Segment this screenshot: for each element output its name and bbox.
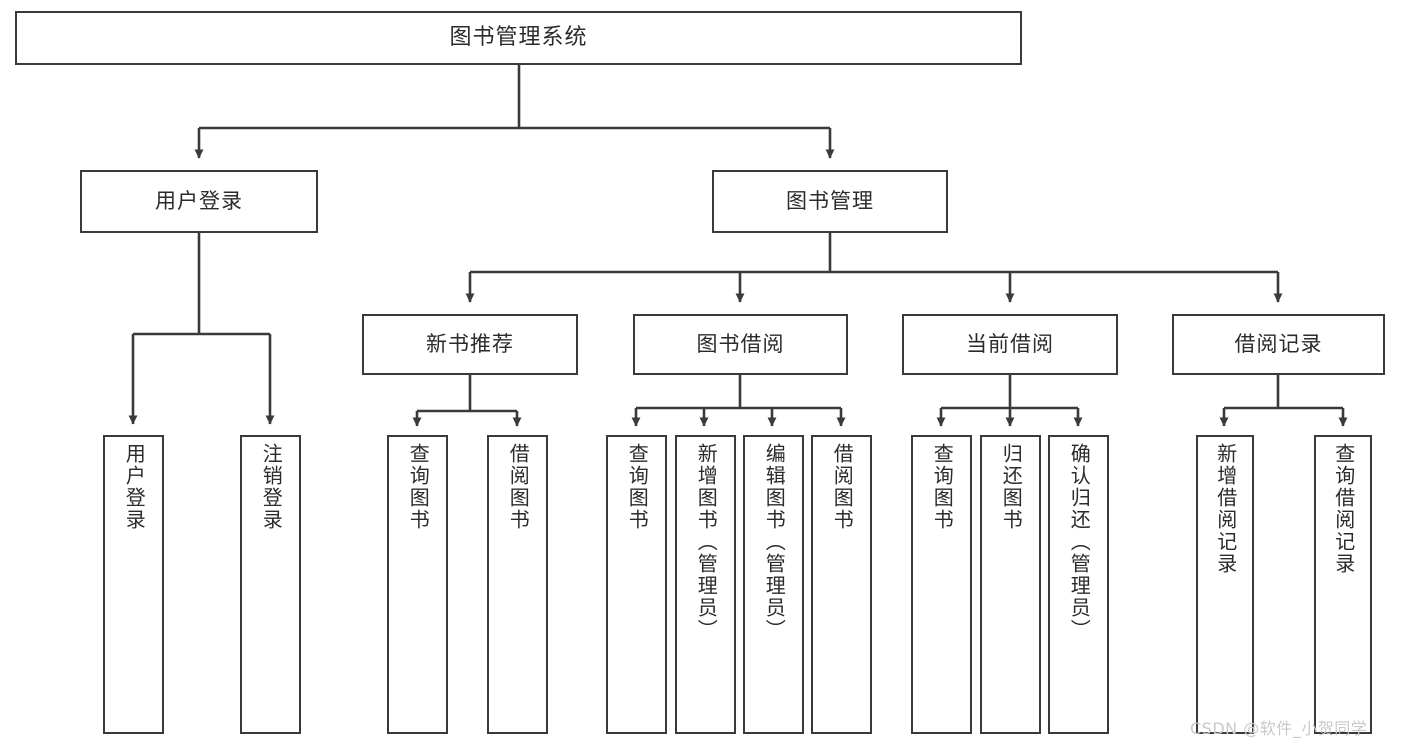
leaf-label: 查询借阅记录: [1331, 443, 1356, 575]
leaf-current-borrow-query[interactable]: 查询图书: [911, 435, 972, 734]
node-new-book-recommend[interactable]: 新书推荐: [362, 314, 578, 375]
leaf-label: 查询图书: [625, 443, 650, 531]
leaf-label: 查询图书: [930, 443, 955, 531]
leaf-label: 编辑图书（管理员）: [762, 443, 787, 641]
leaf-new-book-borrow[interactable]: 借阅图书: [487, 435, 548, 734]
leaf-user-login-logout[interactable]: 注销登录: [240, 435, 301, 734]
leaf-label: 借阅图书: [830, 443, 855, 531]
leaf-borrow-record-add[interactable]: 新增借阅记录: [1196, 435, 1254, 734]
leaf-label: 新增图书（管理员）: [694, 443, 719, 641]
leaf-new-book-query[interactable]: 查询图书: [387, 435, 448, 734]
leaf-label: 注销登录: [259, 443, 284, 531]
node-borrow-record[interactable]: 借阅记录: [1172, 314, 1385, 375]
node-book-borrow[interactable]: 图书借阅: [633, 314, 848, 375]
node-current-borrow[interactable]: 当前借阅: [902, 314, 1118, 375]
leaf-label: 归还图书: [999, 443, 1024, 531]
leaf-label: 新增借阅记录: [1213, 443, 1238, 575]
leaf-book-borrow-add[interactable]: 新增图书（管理员）: [675, 435, 736, 734]
node-label: 用户登录: [155, 188, 243, 213]
node-label: 图书借阅: [696, 331, 785, 356]
watermark: CSDN @软件_小贺同学: [1190, 719, 1368, 738]
node-label: 图书管理: [786, 188, 874, 213]
leaf-current-borrow-return[interactable]: 归还图书: [980, 435, 1041, 734]
leaf-label: 确认归还（管理员）: [1067, 443, 1092, 641]
node-root-book-management-system[interactable]: 图书管理系统: [15, 11, 1022, 65]
leaf-book-borrow-query[interactable]: 查询图书: [606, 435, 667, 734]
leaf-label: 借阅图书: [506, 443, 531, 531]
leaf-label: 查询图书: [406, 443, 431, 531]
node-user-login[interactable]: 用户登录: [80, 170, 318, 233]
node-label: 新书推荐: [426, 331, 514, 356]
leaf-current-borrow-confirm-return[interactable]: 确认归还（管理员）: [1048, 435, 1109, 734]
leaf-borrow-record-query[interactable]: 查询借阅记录: [1314, 435, 1372, 734]
leaf-book-borrow-lend[interactable]: 借阅图书: [811, 435, 872, 734]
leaf-user-login-login[interactable]: 用户登录: [103, 435, 164, 734]
leaf-label: 用户登录: [122, 443, 147, 531]
node-book-management[interactable]: 图书管理: [712, 170, 948, 233]
leaf-book-borrow-edit[interactable]: 编辑图书（管理员）: [743, 435, 804, 734]
node-label: 借阅记录: [1234, 331, 1323, 356]
node-label: 当前借阅: [966, 331, 1054, 356]
node-label: 图书管理系统: [449, 24, 588, 50]
